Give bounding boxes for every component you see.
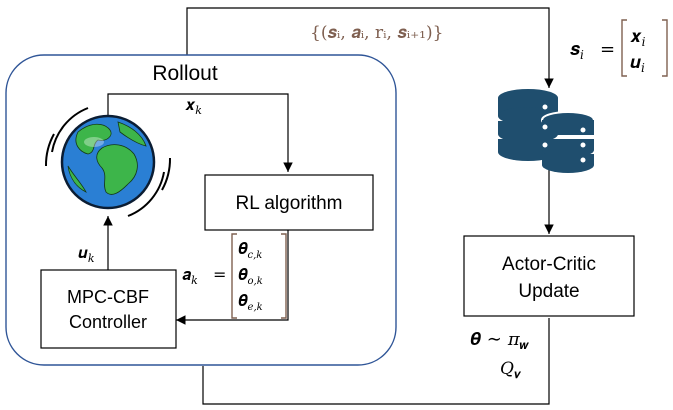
state-bracket-left xyxy=(621,19,627,77)
actor-critic-update-box xyxy=(463,235,635,317)
mpc-cbf-label-line1: MPC-CBF xyxy=(67,287,149,307)
rl-algorithm-label: RL algorithm xyxy=(235,193,342,214)
rl-algorithm-box xyxy=(204,174,374,231)
action-entry-e: 𝜽e,k xyxy=(238,291,263,313)
action-lhs: 𝒂k xyxy=(182,265,198,287)
rollout-container xyxy=(5,54,397,366)
state-label: 𝒙k xyxy=(185,95,202,117)
globe-icon xyxy=(44,107,172,217)
state-def-equals: = xyxy=(600,39,615,60)
state-bracket-right xyxy=(662,19,668,77)
action-equals: = xyxy=(213,265,226,284)
rollout-title: Rollout xyxy=(152,62,218,85)
actor-critic-label-line1: Actor-Critic xyxy=(502,254,596,275)
state-definition: 𝒔i = 𝒙i 𝒖i xyxy=(570,19,668,77)
state-def-lhs: 𝒔i xyxy=(570,39,584,62)
mpc-cbf-controller-box xyxy=(40,269,177,349)
mpc-cbf-label-line2: Controller xyxy=(69,312,147,332)
outer-loop-connector xyxy=(186,7,554,405)
action-entry-c: 𝜽c,k xyxy=(238,239,262,261)
state-connector xyxy=(107,93,293,172)
action-entry-o: 𝜽o,k xyxy=(238,265,263,287)
action-definition: 𝒂k = 𝜽c,k 𝜽o,k 𝜽e,k xyxy=(182,233,287,319)
policy-label: 𝜽∼π𝒘 xyxy=(470,329,530,352)
state-entry-x: 𝒙i xyxy=(630,26,646,49)
critic-label: Q𝝂 xyxy=(500,359,522,381)
action-bracket-left xyxy=(231,233,237,319)
actor-critic-label-line2: Update xyxy=(518,281,579,302)
database-icon xyxy=(498,89,595,173)
action-connector xyxy=(176,230,289,325)
control-label: 𝒖k xyxy=(78,243,95,265)
state-entry-u: 𝒖i xyxy=(630,52,645,75)
transition-tuple: {(𝒔ᵢ, 𝒂ᵢ, rᵢ, 𝒔ᵢ₊₁)} xyxy=(310,23,443,43)
action-bracket-right xyxy=(281,233,287,319)
